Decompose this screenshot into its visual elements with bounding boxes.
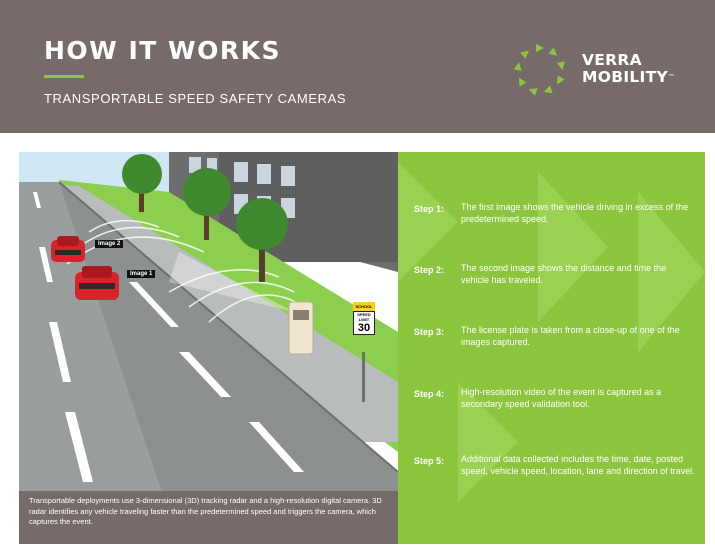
verra-mobility-logo: VERRA MOBILITY™ xyxy=(508,38,708,102)
caption-text: Transportable deployments use 3-dimensio… xyxy=(29,496,382,526)
street-illustration: Image 2 Image 1 SCHOOL SPEED LIMIT 30 xyxy=(19,152,398,544)
chevron-arrows-decor xyxy=(398,162,705,502)
caption-box: Transportable deployments use 3-dimensio… xyxy=(19,491,398,544)
title-underline xyxy=(44,75,84,78)
step-3-text: The license plate is taken from a close-… xyxy=(461,325,680,347)
lane-markings xyxy=(33,192,304,482)
tree-1 xyxy=(122,154,162,212)
step-2-text: The second image shows the distance and … xyxy=(461,263,667,285)
image1-label: Image 1 xyxy=(127,270,156,278)
logo-line-2: MOBILITY™ xyxy=(582,69,675,86)
page-subtitle: TRANSPORTABLE SPEED SAFETY CAMERAS xyxy=(44,91,347,106)
step-5-number: Step 5: xyxy=(414,456,445,466)
step-2-number: Step 2: xyxy=(414,265,445,275)
page-title: HOW IT WORKS xyxy=(44,36,281,65)
step-1-text: The first image shows the vehicle drivin… xyxy=(461,202,689,224)
road-left xyxy=(19,182,179,544)
step-4-number: Step 4: xyxy=(414,389,445,399)
speed-camera-unit xyxy=(288,301,314,355)
logo-ring-icon xyxy=(513,44,565,96)
speed-limit-plate: SPEED LIMIT 30 xyxy=(353,311,375,335)
image2-label: Image 2 xyxy=(95,240,124,248)
sign-limit-word: LIMIT xyxy=(358,317,370,322)
step-3-number: Step 3: xyxy=(414,327,445,337)
step-5-text: Additional data collected includes the t… xyxy=(461,454,695,476)
tree-3 xyxy=(236,198,288,282)
sign-speed-word: SPEED xyxy=(357,312,371,317)
logo-line-2-text: MOBILITY xyxy=(582,68,669,86)
car-image1 xyxy=(75,266,119,300)
camera-beam xyxy=(169,252,294,312)
logo-line-1: VERRA xyxy=(582,51,642,69)
logo-wordmark: VERRA MOBILITY™ xyxy=(582,52,675,86)
tree-2 xyxy=(183,168,231,240)
sign-pole xyxy=(362,352,365,402)
step-4-text: High-resolution video of the event is ca… xyxy=(461,387,662,409)
step-1-number: Step 1: xyxy=(414,204,445,214)
trademark-mark: ™ xyxy=(668,73,676,81)
school-sign-top: SCHOOL xyxy=(353,302,375,311)
steps-panel: Step 1: The first image shows the vehicl… xyxy=(398,152,705,544)
sign-speed-value: 30 xyxy=(357,322,371,334)
street-scene xyxy=(19,152,398,544)
school-speed-sign: SCHOOL SPEED LIMIT 30 xyxy=(353,302,375,335)
header-banner: HOW IT WORKS TRANSPORTABLE SPEED SAFETY … xyxy=(0,0,715,133)
car-image2 xyxy=(51,236,85,262)
